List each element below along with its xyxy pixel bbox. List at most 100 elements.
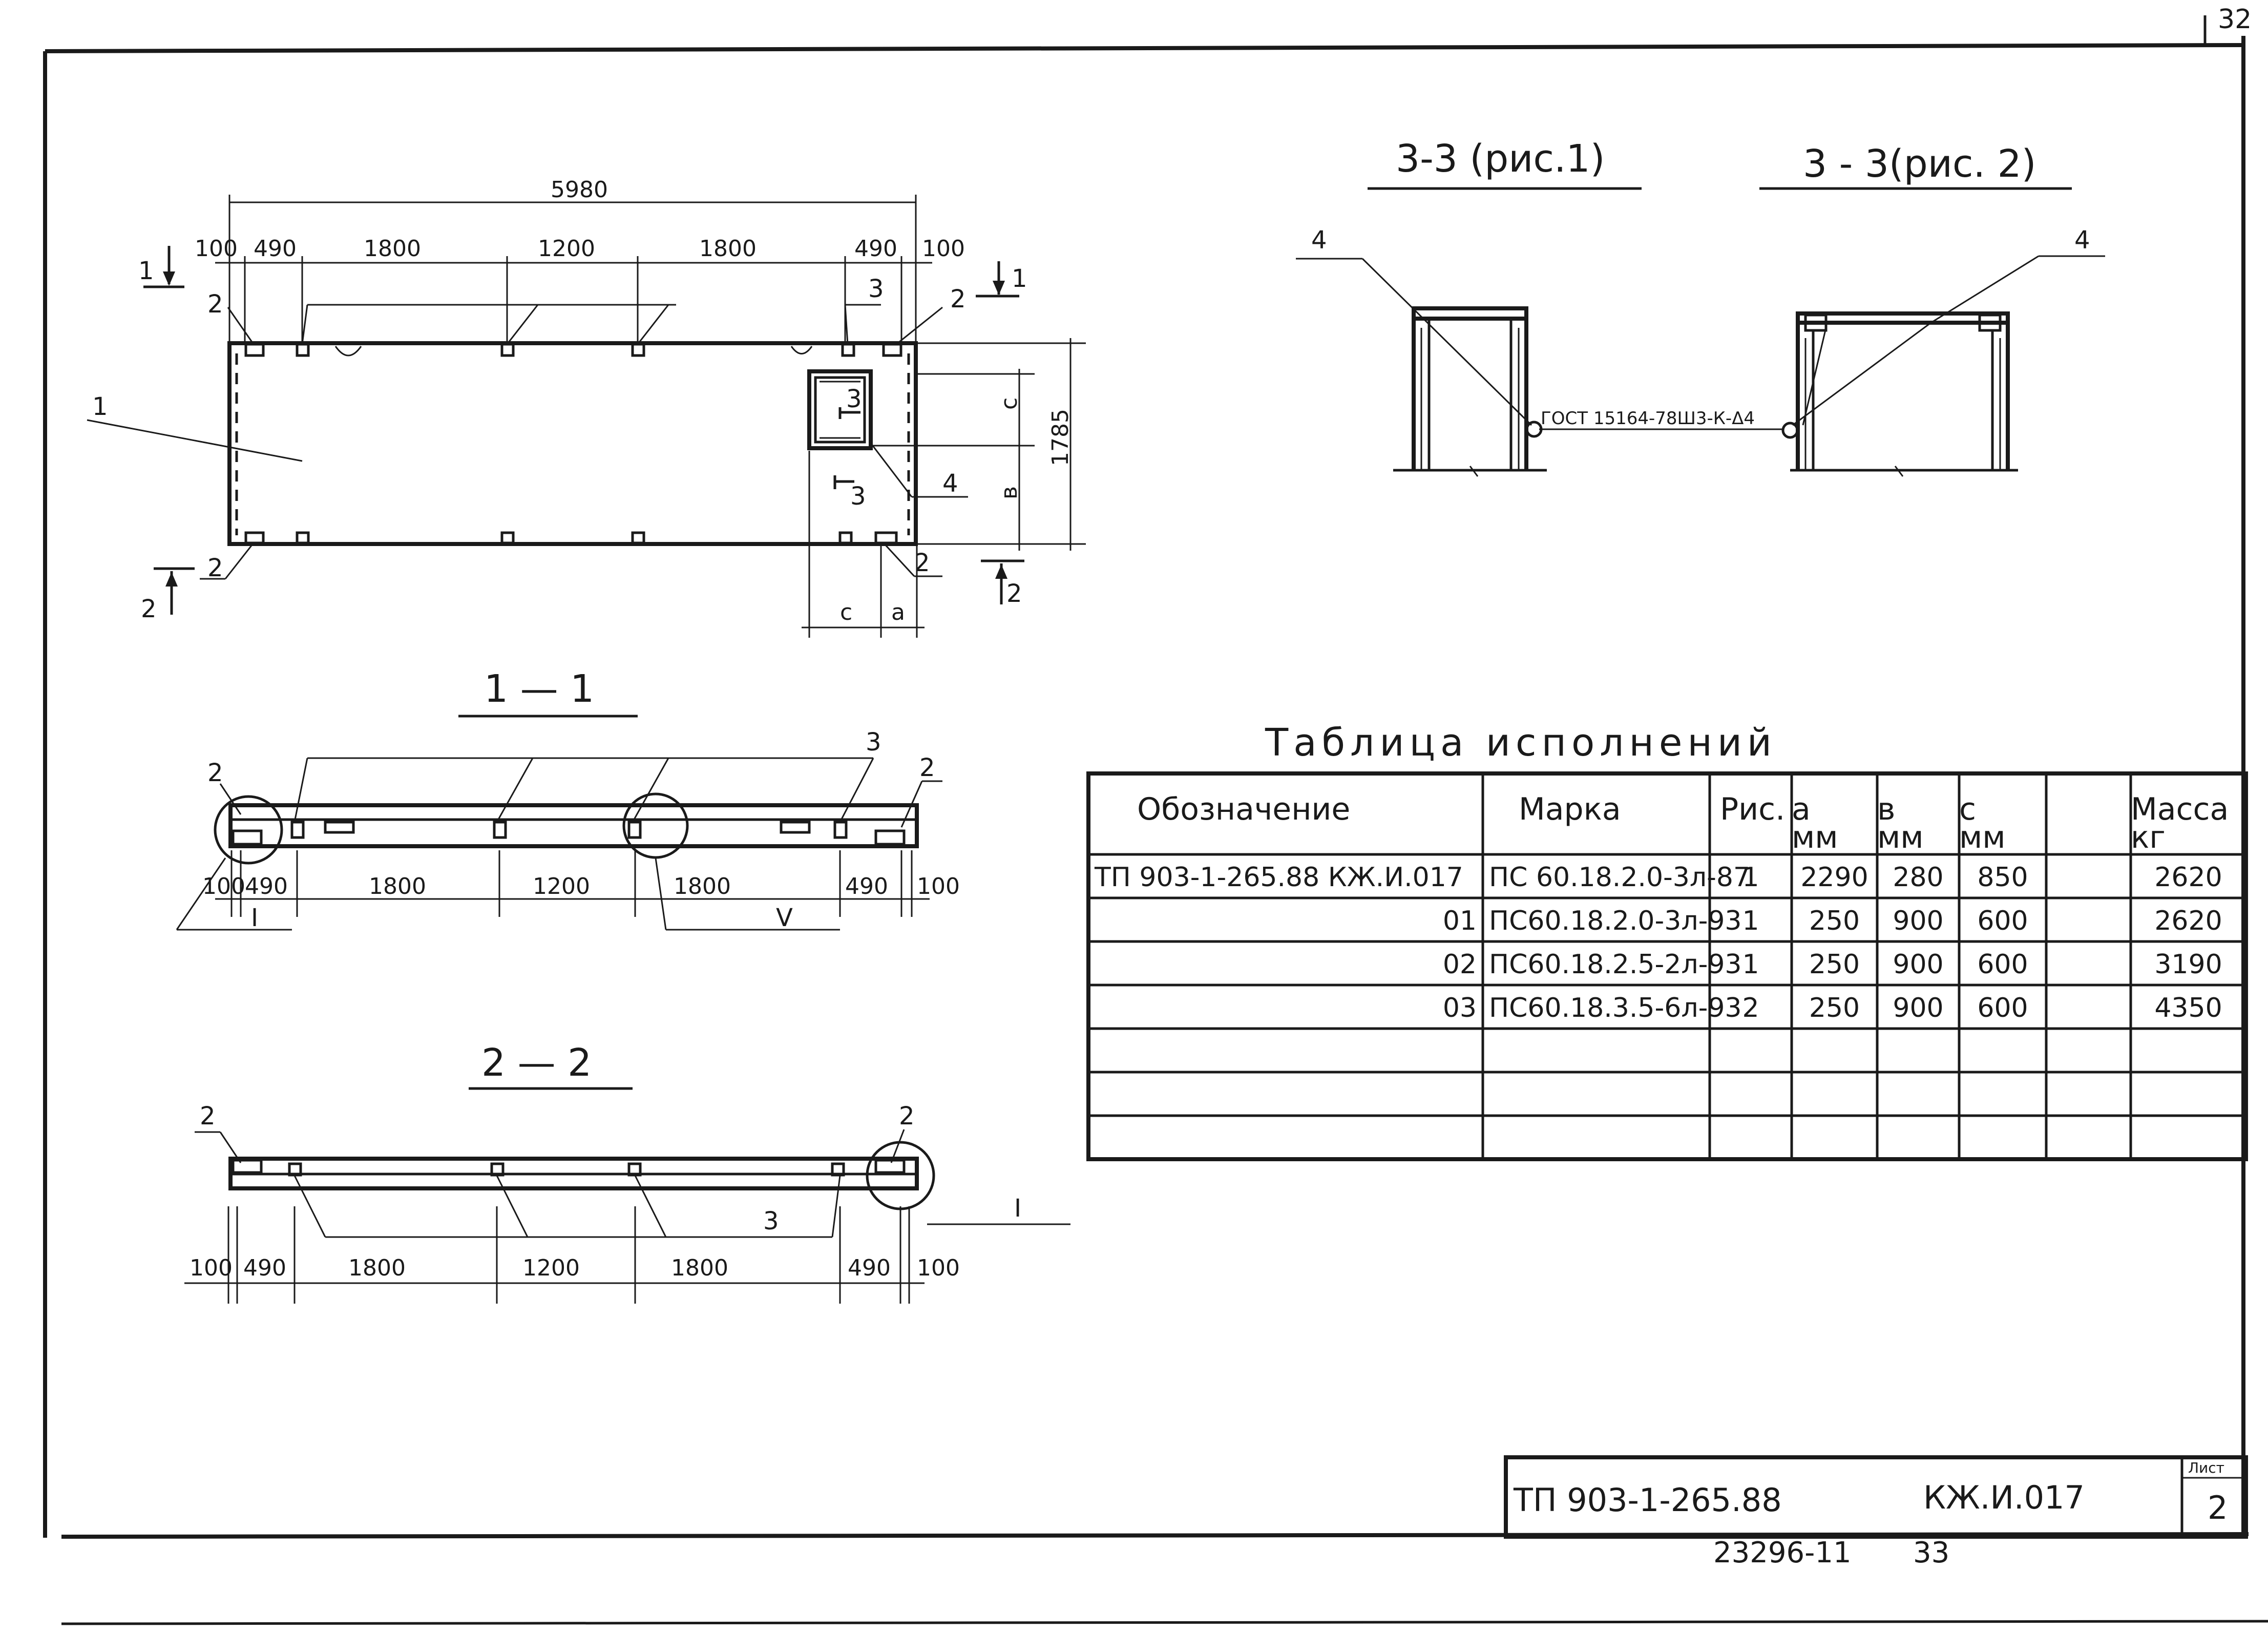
section-2-2-dim-5: 490 bbox=[848, 1255, 891, 1281]
table-cell-r3-c0: 03 bbox=[1443, 993, 1477, 1023]
section-2-2-dim-0: 100 bbox=[190, 1255, 233, 1281]
table-cell-r0-c4: 280 bbox=[1893, 862, 1943, 893]
plan-mark-4: 4 bbox=[942, 469, 958, 498]
table-cell-r1-c2: 1 bbox=[1742, 906, 1759, 936]
section-3-3: 3-3 (рис.1) 3 - 3(рис. 2) 4 bbox=[1296, 137, 2105, 477]
table-cell-r1-c1: ПС60.18.2.0-3л-93 bbox=[1489, 906, 1742, 936]
plan-dim-3: 1200 bbox=[538, 236, 595, 262]
opening-cut-label: 3 bbox=[846, 385, 862, 413]
section-2-2-mark-2-left: 2 bbox=[200, 1102, 216, 1130]
section-1-1-dim-5: 490 bbox=[845, 873, 888, 899]
table-cell-r1-c5: 600 bbox=[1977, 906, 2028, 936]
plan-side-c: c bbox=[996, 397, 1022, 410]
stamp-page: 33 bbox=[1913, 1536, 1949, 1569]
table-cell-r2-c1: ПС60.18.2.5-2л-93 bbox=[1489, 949, 1742, 980]
table-cell-r2-c0: 02 bbox=[1443, 949, 1477, 980]
section-3-3-mark-4-left: 4 bbox=[1311, 226, 1327, 255]
title-block: ТП 903-1-265.88 КЖ.И.017 Лист 2 23296-11… bbox=[1504, 1455, 2248, 1569]
table-cell-r1-c3: 250 bbox=[1809, 906, 1860, 936]
section-2-2-dim-4: 1800 bbox=[671, 1255, 728, 1281]
table-cell-r3-c5: 600 bbox=[1977, 993, 2028, 1023]
section-2-2-mark-2-right: 2 bbox=[899, 1102, 915, 1130]
plan-mark-2-tl: 2 bbox=[207, 290, 223, 319]
table-cell-r2-c5: 600 bbox=[1977, 949, 2028, 980]
plan-mark-1: 1 bbox=[92, 392, 108, 421]
table-cell-r1-c7: 2620 bbox=[2154, 906, 2222, 936]
section-2-2-mark-3: 3 bbox=[763, 1207, 779, 1236]
table-cell-r0-c2: 1 bbox=[1742, 862, 1759, 893]
sheet-frame: 32 bbox=[43, 4, 2268, 1625]
table-header-3: а bbox=[1792, 791, 1811, 827]
table-cell-r3-c4: 900 bbox=[1893, 993, 1943, 1023]
plan-dim-6: 100 bbox=[922, 236, 965, 262]
table-cell-r0-c1: ПС 60.18.2.0-3л-87 bbox=[1489, 862, 1750, 893]
section-1-1-dim-6: 100 bbox=[917, 873, 960, 899]
table-cell-r1-c4: 900 bbox=[1893, 906, 1943, 936]
table-cell-r2-c4: 900 bbox=[1893, 949, 1943, 980]
table-header-1: Марка bbox=[1519, 791, 1621, 827]
plan-dim-5: 490 bbox=[854, 236, 897, 262]
cut-2-right: 2 bbox=[1006, 579, 1022, 608]
opening-cut-label-lower: 3 bbox=[850, 482, 866, 511]
section-1-1-mark-2-left: 2 bbox=[207, 759, 223, 787]
corner-number: 32 bbox=[2218, 4, 2252, 35]
section-2-2-title: 2 — 2 bbox=[481, 1041, 592, 1085]
section-1-1-node-left: I bbox=[251, 904, 258, 932]
plan-height-dim: 1785 bbox=[1047, 409, 1074, 466]
plan-dim-2: 1800 bbox=[364, 236, 421, 262]
table-header-2: Рис. bbox=[1720, 791, 1785, 827]
table-header-4: в bbox=[1877, 791, 1895, 827]
table-cell-r3-c7: 4350 bbox=[2154, 993, 2222, 1023]
table-cell-r2-c2: 1 bbox=[1742, 949, 1759, 980]
section-1-1-dim-2: 1800 bbox=[369, 873, 426, 899]
plan-mark-2-tr: 2 bbox=[950, 285, 966, 313]
table-cell-r0-c7: 2620 bbox=[2154, 862, 2222, 893]
table-cell-r2-c7: 3190 bbox=[2154, 949, 2222, 980]
table-header-4: мм bbox=[1877, 820, 1924, 855]
table-cell-r1-c0: 01 bbox=[1443, 906, 1477, 936]
cut-1-left: 1 bbox=[138, 257, 154, 285]
table-cell-r3-c1: ПС60.18.3.5-6л-93 bbox=[1489, 993, 1742, 1023]
table-header-5: с bbox=[1959, 791, 1976, 827]
table-cell-r0-c5: 850 bbox=[1977, 862, 2028, 893]
section-1-1-title: 1 — 1 bbox=[484, 667, 594, 711]
section-2-2-node: I bbox=[1014, 1194, 1021, 1223]
section-1-1-dim-0: 100 bbox=[202, 873, 245, 899]
section-1-1-node-right: V bbox=[776, 904, 793, 932]
section-1-1: 1 — 1 3 2 2 10 bbox=[176, 667, 960, 932]
table-header-5: мм bbox=[1959, 820, 2006, 855]
table-header-0: Обозначение bbox=[1137, 791, 1350, 827]
section-1-1-dim-1: 490 bbox=[245, 873, 288, 899]
plan-view: 3 3 5980 100 490 1800 1200 1800 490 100 … bbox=[87, 177, 1086, 638]
section-1-1-mark-3: 3 bbox=[866, 728, 881, 757]
stamp-archive: 23296-11 bbox=[1713, 1536, 1852, 1569]
table-cell-r0-c0: ТП 903-1-265.88 КЖ.И.017 bbox=[1094, 862, 1463, 893]
section-2-2: 2 — 2 2 2 3 I 100 490 1800 bbox=[184, 1041, 1070, 1304]
plan-mark-2-bl: 2 bbox=[207, 554, 223, 582]
cut-2-left: 2 bbox=[141, 595, 157, 623]
cut-1-right: 1 bbox=[1012, 264, 1027, 293]
table-cell-r3-c3: 250 bbox=[1809, 993, 1860, 1023]
section-1-1-dim-4: 1800 bbox=[674, 873, 731, 899]
plan-side-b: в bbox=[996, 486, 1022, 499]
plan-bottom-a: a bbox=[891, 599, 905, 625]
stamp-code: ТП 903-1-265.88 bbox=[1513, 1481, 1782, 1519]
section-2-2-dim-6: 100 bbox=[917, 1255, 960, 1281]
section-3-3-mark-4-right: 4 bbox=[2074, 226, 2090, 255]
plan-bottom-c: c bbox=[840, 599, 852, 625]
plan-dim-0: 100 bbox=[195, 236, 238, 262]
section-2-2-dim-3: 1200 bbox=[522, 1255, 580, 1281]
stamp-sheet-number: 2 bbox=[2208, 1489, 2228, 1526]
table-header-7: кг bbox=[2131, 820, 2166, 855]
section-1-1-dim-3: 1200 bbox=[533, 873, 590, 899]
section-2-2-dim-1: 490 bbox=[243, 1255, 286, 1281]
stamp-sheet-label: Лист bbox=[2188, 1459, 2224, 1476]
plan-overall-dim: 5980 bbox=[551, 177, 608, 203]
section-3-3-title-2: 3 - 3(рис. 2) bbox=[1803, 142, 2036, 186]
table-cell-r2-c3: 250 bbox=[1809, 949, 1860, 980]
plan-mark-3: 3 bbox=[868, 275, 884, 303]
plan-dim-4: 1800 bbox=[699, 236, 757, 262]
